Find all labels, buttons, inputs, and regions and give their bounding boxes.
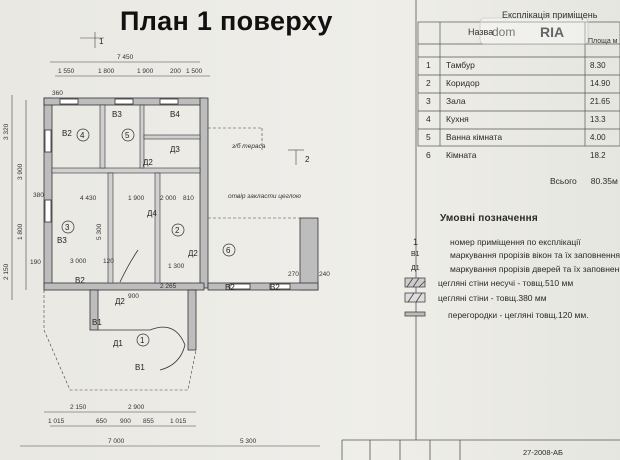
explication-col-name: Назва xyxy=(468,27,494,37)
legend-item-2: маркування прорізів вікон та їх заповнен… xyxy=(450,250,620,260)
dim-bottom-sub-1: 1 015 xyxy=(48,418,65,425)
total-value: 80.35м xyxy=(590,176,618,186)
dim-bottom-right: 5 300 xyxy=(240,438,257,445)
room-5-number: 5 xyxy=(125,131,130,140)
dim-inner-380: 380 xyxy=(33,192,44,199)
section-mark-2: 2 xyxy=(305,155,310,164)
dim-inner-2265: 2 265 xyxy=(160,283,177,290)
dim-inner-810: 810 xyxy=(183,195,194,202)
door-d4-label: Д4 xyxy=(147,209,157,218)
dom-ria-logo: dom RIA xyxy=(479,17,589,45)
dim-inner-4430: 4 430 xyxy=(80,195,97,202)
dim-inner-270: 270 xyxy=(288,271,299,278)
room-6-number: 6 xyxy=(226,246,231,255)
dim-inner-190: 190 xyxy=(30,259,41,266)
dim-left-2: 3 900 xyxy=(17,163,24,180)
dim-inner-900: 900 xyxy=(128,293,139,300)
dim-left-1: 3 320 xyxy=(3,123,10,140)
dim-top-2: 1 800 xyxy=(98,68,115,75)
door-d2-label: Д2 xyxy=(143,158,153,167)
dim-inner-360: 360 xyxy=(52,90,63,97)
dim-top-3: 1 900 xyxy=(137,68,154,75)
dim-bottom-sub-2: 650 xyxy=(96,418,107,425)
explication-col-area: Площа м xyxy=(588,38,618,45)
dim-bottom-sub-5: 1 015 xyxy=(170,418,187,425)
window-b3-left-label: В3 xyxy=(57,236,67,245)
dim-top-1: 1 550 xyxy=(58,68,75,75)
logo-sub: dom xyxy=(492,25,515,39)
window-b1-label: В1 xyxy=(92,318,102,327)
legend-title: Умовні позначення xyxy=(440,213,538,224)
room-4-number: 4 xyxy=(80,131,85,140)
legend-item-3: маркування прорізів дверей та їх заповне… xyxy=(450,264,620,274)
window-b4-label: В4 xyxy=(170,110,180,119)
dim-bottom-total: 7 000 xyxy=(108,438,125,445)
dim-top-5: 1 500 xyxy=(186,68,203,75)
dim-inner-120: 120 xyxy=(103,258,114,265)
room-2-number: 2 xyxy=(175,226,180,235)
room-3-number: 3 xyxy=(65,223,70,232)
document-number: 27-2008-АБ xyxy=(523,448,563,457)
room-1-number: 1 xyxy=(140,336,145,345)
door-d2-c-label: Д2 xyxy=(115,297,125,306)
legend-mark-2: В1 xyxy=(411,251,420,258)
door-d1-label: Д1 xyxy=(113,339,123,348)
window-b2-bottom-label: В2 xyxy=(75,276,85,285)
window-b2-room6b-label: В2 xyxy=(270,283,280,292)
total-label: Всього xyxy=(550,176,577,186)
dim-bottom-1: 2 150 xyxy=(70,404,87,411)
dim-left-3: 1 800 xyxy=(17,223,24,240)
dim-top-4: 200 xyxy=(170,68,181,75)
explication-header: Експлікація приміщень xyxy=(502,10,598,20)
window-b1-bottom-label: В1 xyxy=(135,363,145,372)
dim-left-4: 2 150 xyxy=(3,263,10,280)
legend-item-5: цегляні стіни - товщ.380 мм xyxy=(438,293,547,303)
wall-opening-note: отвір закласти цеглою xyxy=(228,192,301,200)
page-title: План 1 поверху xyxy=(120,6,333,36)
dim-inner-2000: 2 000 xyxy=(160,195,177,202)
dim-inner-1900: 1 900 xyxy=(128,195,145,202)
door-d3-label: Д3 xyxy=(170,145,180,154)
dim-inner-240: 240 xyxy=(319,271,330,278)
terrace-note: з/б тераса xyxy=(231,142,266,150)
legend-mark-3: Д1 xyxy=(411,265,420,272)
dim-bottom-sub-4: 855 xyxy=(143,418,154,425)
dim-bottom-2: 2 900 xyxy=(128,404,145,411)
dim-bottom-sub-3: 900 xyxy=(120,418,131,425)
dim-inner-5300: 5 300 xyxy=(96,223,103,240)
dim-top-total: 7 450 xyxy=(117,54,134,61)
legend-item-6: перегородки - цегляні товщ.120 мм. xyxy=(448,310,589,320)
legend-mark-1: 1 xyxy=(413,237,419,247)
window-b3-top-label: В3 xyxy=(112,110,122,119)
dim-inner-1300: 1 300 xyxy=(168,263,185,270)
legend-item-4: цегляні стіни несучі - товщ.510 мм xyxy=(438,278,574,288)
window-b2-label: В2 xyxy=(62,129,72,138)
dim-inner-3000: 3 000 xyxy=(70,258,87,265)
explication-total: Всього 80.35м xyxy=(550,176,618,186)
logo-text: RIA xyxy=(540,24,564,40)
door-d2-b-label: Д2 xyxy=(188,249,198,258)
window-b2-room6-label: В2 xyxy=(225,283,235,292)
section-mark-1: 1 xyxy=(99,37,104,46)
legend-item-1: номер приміщення по експлікації xyxy=(450,237,581,247)
